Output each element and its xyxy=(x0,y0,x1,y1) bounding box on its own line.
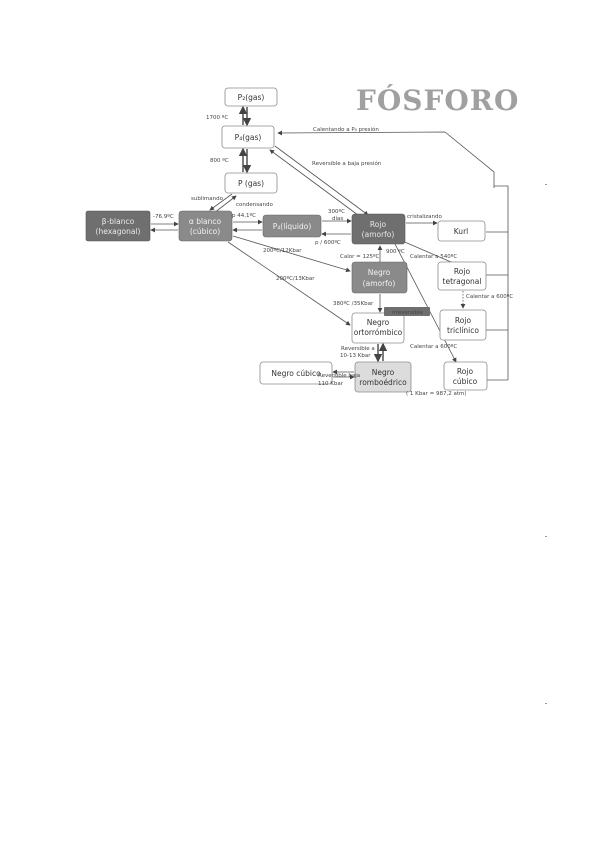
node-negro-cubico-label: Negro cúbico xyxy=(271,369,321,378)
label-calentando: Calentando a P₄ presión xyxy=(313,126,379,133)
label-reversible-baja-2: Reversible baja xyxy=(318,373,360,379)
label-110-kbar: 110 Kbar xyxy=(318,381,344,387)
label-dias: días xyxy=(332,215,343,222)
node-rojo-amorfo: Rojo (amorfo) xyxy=(351,213,406,245)
node-rojo-tetragonal-label-2: tetragonal xyxy=(443,277,482,286)
label-p600: p / 600ºC xyxy=(315,239,341,246)
node-p2-gas: P₂(gas) xyxy=(224,87,278,107)
node-rojo-cubico-label-2: cúbico xyxy=(453,377,478,386)
label-800: 800 ºC xyxy=(210,157,229,164)
node-negro-amorfo-label-1: Negro xyxy=(368,268,391,277)
diagram-title: FÓSFORO xyxy=(356,83,519,117)
node-alfa-blanco-label-1: α blanco xyxy=(189,217,222,226)
label-calor-125: Calor = 125ºC xyxy=(340,253,380,260)
label-calentar-600: Calentar a 600ºC xyxy=(466,293,513,300)
node-negro-amorfo-label-2: (amorfo) xyxy=(363,279,396,288)
node-negro-rombo-label-2: romboédrico xyxy=(359,378,407,387)
orto-tab-marker xyxy=(384,307,430,316)
label-sublimando: sublimando xyxy=(191,196,224,202)
label-calentar-600b: Calentar a 600ºC xyxy=(410,343,457,350)
label-reversible-a: Reversible a xyxy=(341,346,375,352)
node-alfa-blanco-label-2: (cúbico) xyxy=(190,227,220,236)
node-negro-orto-label-1: Negro xyxy=(367,318,390,327)
label-cristalizando: cristalizando xyxy=(407,214,442,220)
label-200-12: 200ºC/12Kbar xyxy=(263,247,302,254)
edge-alfa-negro-orto xyxy=(227,241,351,326)
edge-alfa-negro-amorfo xyxy=(232,235,351,273)
node-p4-gas-label: P₄(gas) xyxy=(235,133,262,142)
node-p4-liquido-label: P₄(líquido) xyxy=(273,222,312,231)
node-p2-gas-label: P₂(gas) xyxy=(238,93,265,102)
node-negro-ortorrombico: Negro ortorrómbico xyxy=(351,312,405,344)
label-p44: p 44,1ºC xyxy=(232,212,256,219)
node-kurl-label: Kurl xyxy=(454,227,468,236)
edge-right-trunk xyxy=(494,185,509,380)
label-condensando: condensando xyxy=(236,202,273,208)
label-200-13: 200ºC/13Kbar xyxy=(276,275,315,282)
edge-labels: 1700 ºC 800 ºC sublimando condensando Ca… xyxy=(153,114,513,397)
node-rojo-triclinico-label-2: triclínico xyxy=(447,326,479,335)
node-p-gas-label: P (gas) xyxy=(238,179,264,188)
node-rojo-amorfo-label-2: (amorfo) xyxy=(362,230,395,239)
node-beta-blanco-label-2: (hexagonal) xyxy=(96,227,141,236)
edges xyxy=(150,105,509,381)
node-beta-blanco-label-1: β-blanco xyxy=(102,217,135,226)
node-rojo-cubico-label-1: Rojo xyxy=(457,367,474,376)
node-beta-blanco: β-blanco (hexagonal) xyxy=(85,210,151,242)
node-rojo-triclinico: Rojo triclínico xyxy=(439,309,487,341)
node-kurl: Kurl xyxy=(437,220,486,242)
edge-alfa-pgas xyxy=(213,195,237,214)
label-10-13-kbar: 10-13 Kbar xyxy=(340,353,371,359)
node-p-gas: P (gas) xyxy=(224,172,278,194)
label-menos-76: -76.9ºC xyxy=(153,213,174,220)
label-reversible-baja: Reversible a baja presión xyxy=(312,160,382,167)
edge-rojo-tetragonal xyxy=(399,239,459,266)
node-p4-gas: P₄(gas) xyxy=(221,125,275,149)
node-rojo-tetragonal: Rojo tetragonal xyxy=(437,261,487,291)
node-rojo-triclinico-label-1: Rojo xyxy=(455,316,472,325)
node-negro-romboedrico: Negro romboédrico xyxy=(354,361,412,393)
label-kbar-note: ( 1 Kbar = 987,2 atm) xyxy=(406,391,467,397)
edge-pgas-alfa xyxy=(209,193,233,211)
label-300-top: 300ºC xyxy=(328,208,345,215)
node-rojo-cubico: Rojo cúbico xyxy=(443,361,488,391)
nodes: P₂(gas) P₄(gas) P (gas) β-blanco (hexago… xyxy=(85,87,488,393)
node-p4-liquido: P₄(líquido) xyxy=(262,214,322,238)
node-alfa-blanco: α blanco (cúbico) xyxy=(178,210,233,242)
node-rojo-tetragonal-label-1: Rojo xyxy=(454,267,471,276)
node-negro-amorfo: Negro (amorfo) xyxy=(351,261,408,294)
label-1700: 1700 ºC xyxy=(206,114,228,121)
label-irreversible: irreversible xyxy=(392,310,424,316)
edge-rojo-p4 xyxy=(269,149,363,219)
node-rojo-amorfo-label-1: Rojo xyxy=(370,220,387,229)
label-380: 380ºC /35Kbar xyxy=(333,300,374,307)
label-900: 900 ºC xyxy=(386,248,405,255)
edge-calentando-loop xyxy=(277,130,495,188)
node-negro-rombo-label-1: Negro xyxy=(372,368,395,377)
scan-marks xyxy=(545,184,547,704)
label-calentar-540: Calentar a 540ºC xyxy=(410,253,457,260)
edge-p4-rojo xyxy=(274,145,369,216)
node-negro-orto-label-2: ortorrómbico xyxy=(354,328,403,337)
node-negro-cubico: Negro cúbico xyxy=(259,361,333,385)
